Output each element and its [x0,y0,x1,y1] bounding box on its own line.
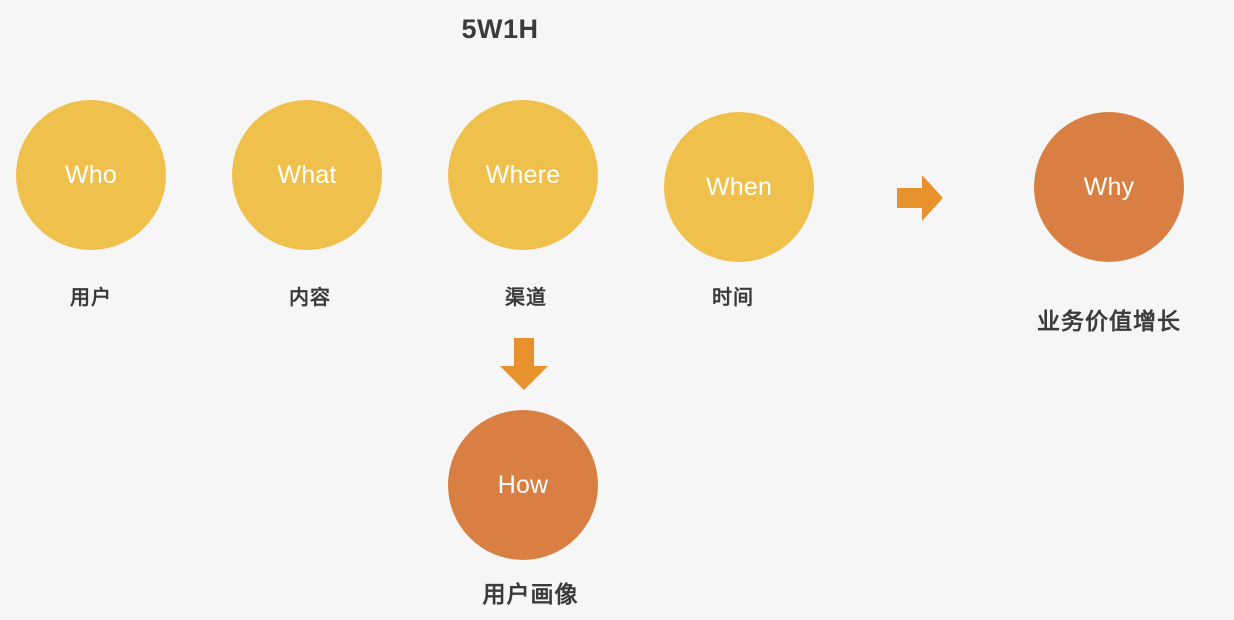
node-why-label: Why [1083,172,1135,201]
node-what-label: What [277,160,337,189]
node-how-label: How [497,470,549,499]
arrow-right-icon [897,173,943,223]
caption-why: 业务价值增长 [1037,308,1181,334]
node-where[interactable]: Where [448,100,598,250]
node-why[interactable]: Why [1034,112,1184,262]
node-what[interactable]: What [232,100,382,250]
node-when[interactable]: When [664,112,814,262]
caption-where: 渠道 [505,287,547,309]
caption-who: 用户 [70,287,112,309]
node-who-label: Who [64,160,117,189]
caption-how: 用户画像 [482,581,579,607]
node-how[interactable]: How [448,410,598,560]
node-when-label: When [705,172,773,201]
caption-when: 时间 [712,287,754,309]
arrow-down-icon [498,338,550,390]
node-who[interactable]: Who [16,100,166,250]
node-where-label: Where [485,160,561,189]
page-title: 5W1H [461,14,539,44]
caption-what: 内容 [289,287,331,309]
